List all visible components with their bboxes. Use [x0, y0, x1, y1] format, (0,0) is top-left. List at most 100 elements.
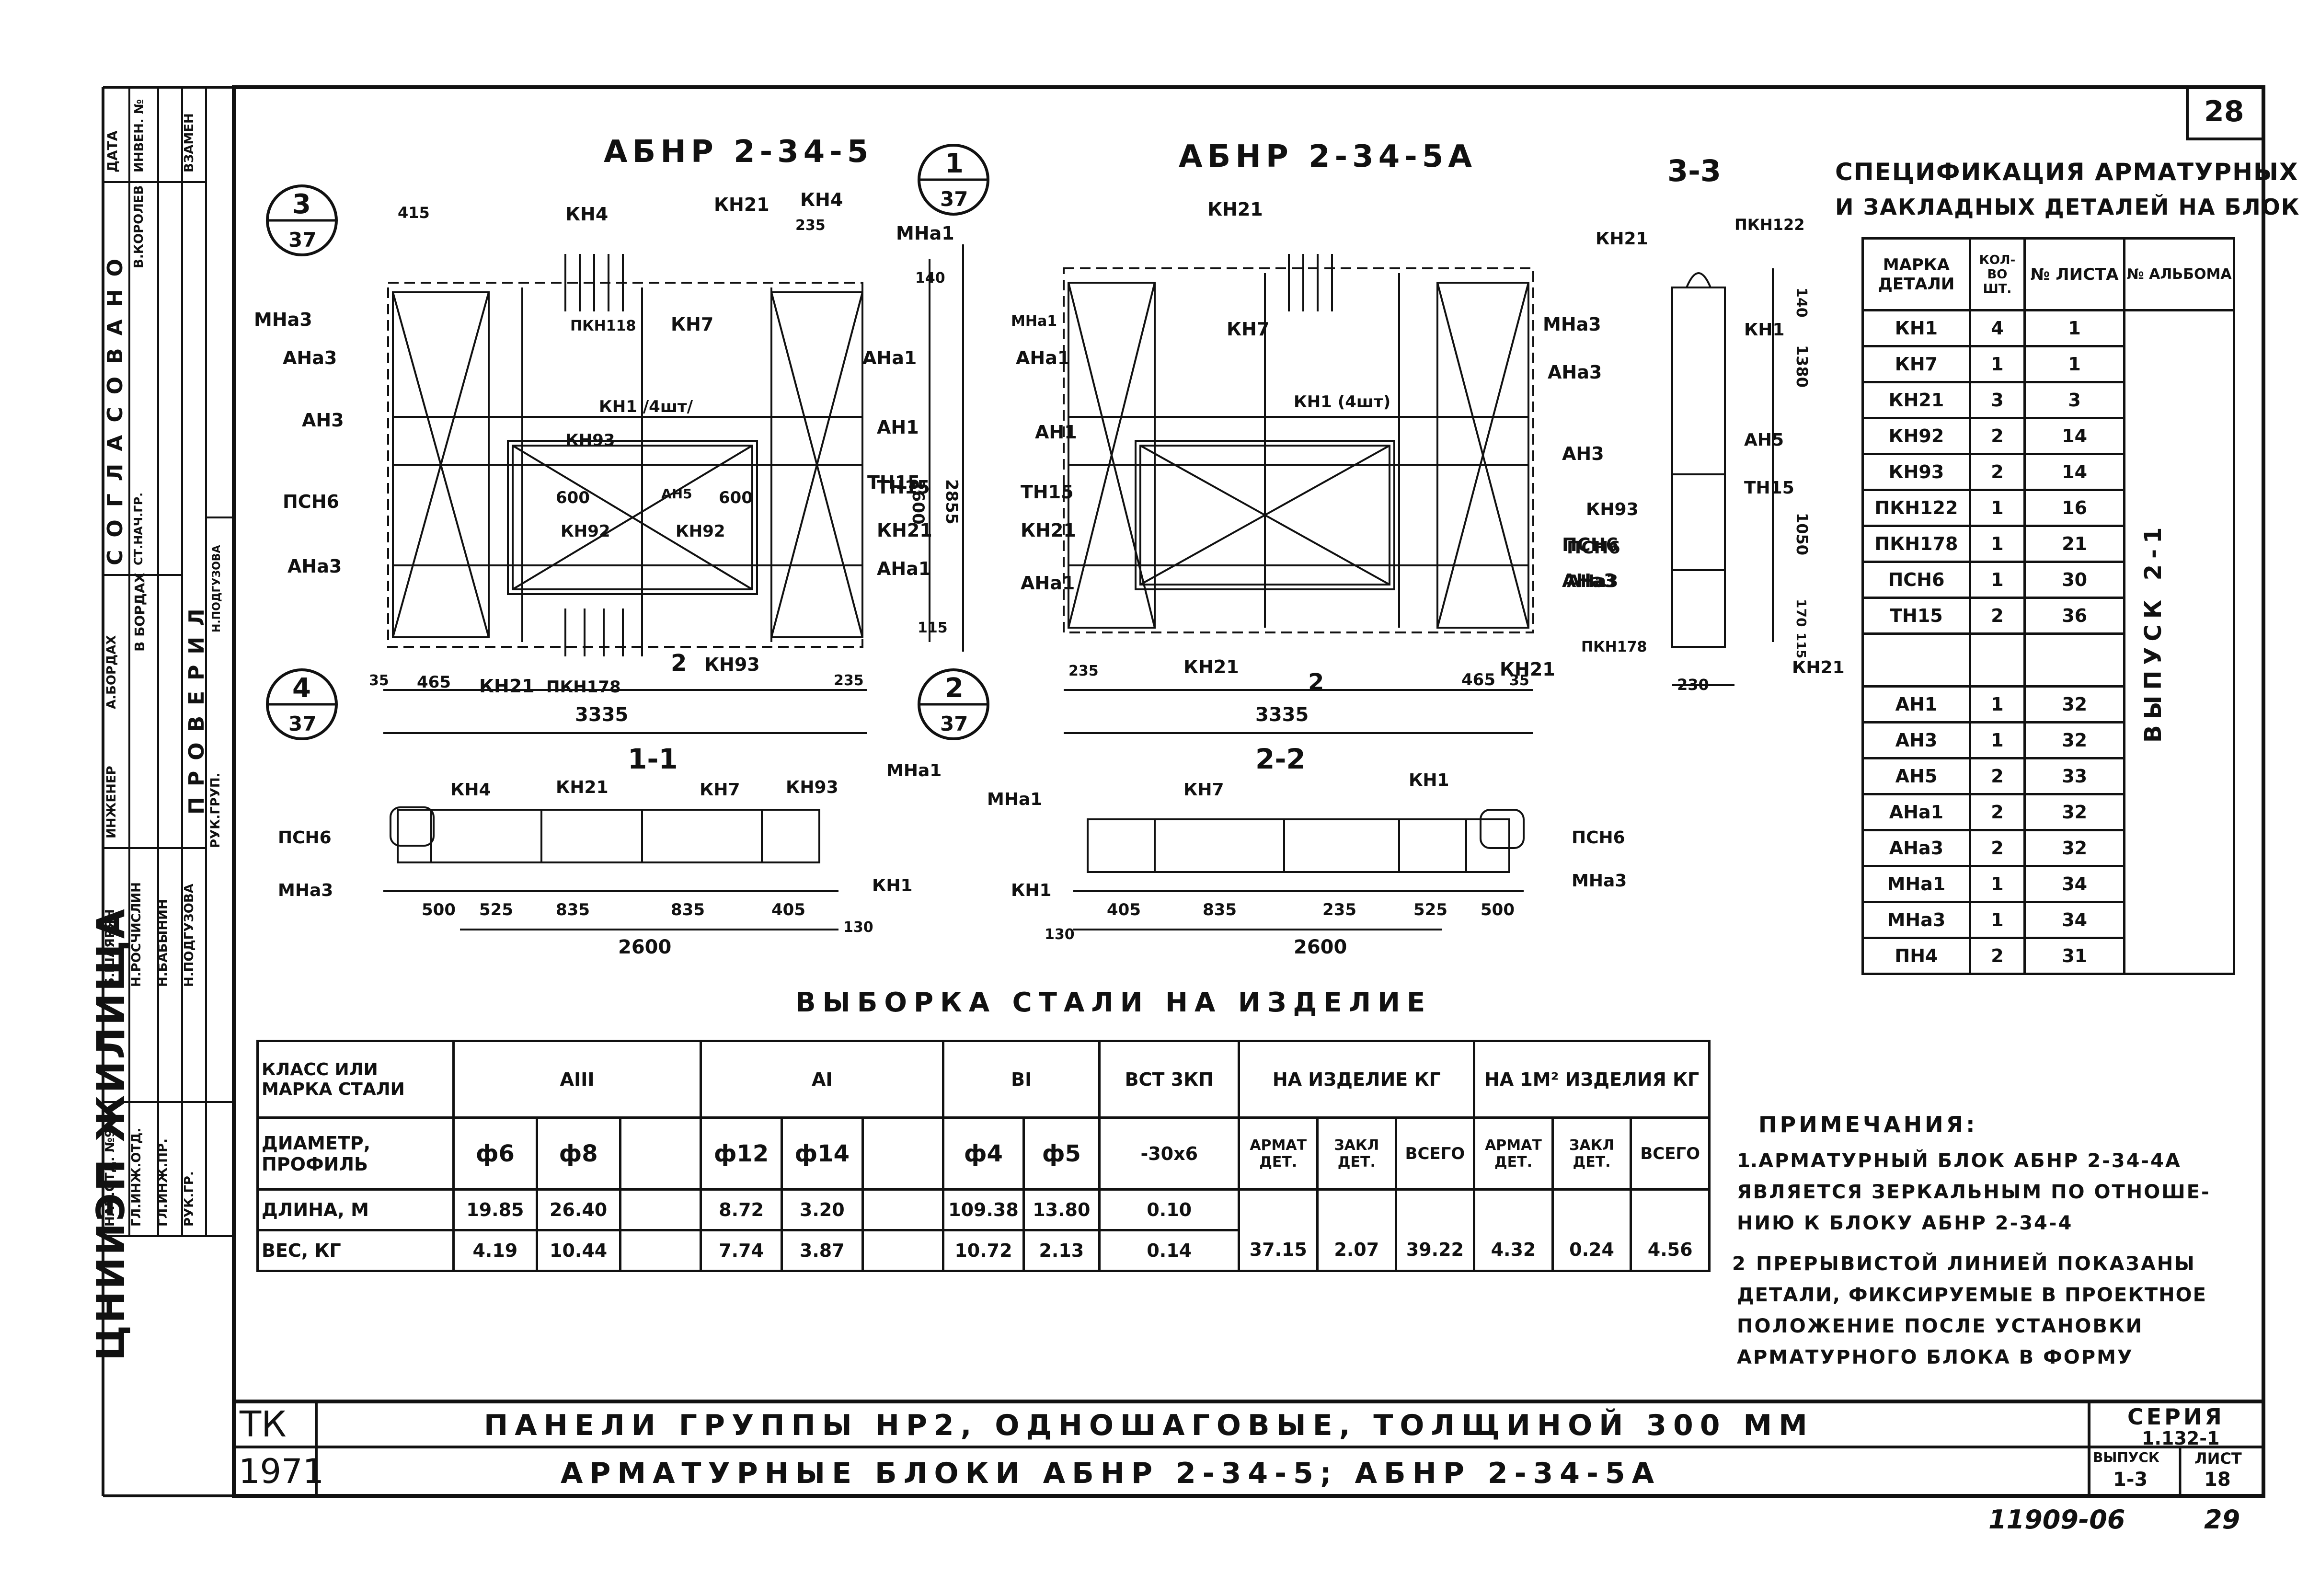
spec-row-mark: ПСН6 [1861, 561, 1971, 599]
spec-row-sheet: 21 [2023, 525, 2126, 563]
spec-header-album: № АЛЬБОМА [2123, 237, 2235, 311]
steel-wt-cell: 0.14 [1098, 1229, 1240, 1272]
mid-dim-35: 35 [1509, 672, 1529, 689]
mid-kn21-bottom-b: КН21 [1500, 659, 1555, 680]
spec-row-mark: КН92 [1861, 417, 1971, 455]
steel-header-class: КЛАСС ИЛИ МАРКА СТАЛИ [256, 1040, 455, 1119]
note-2-line-1: ПРЕРЫВИСТОЙ ЛИНИЕЙ ПОКАЗАНЫ [1756, 1253, 2196, 1275]
spec-title-line1: СПЕЦИФИКАЦИЯ АРМАТУРНЫХ [1835, 158, 2299, 186]
steel-sub-header: ВСЕГО [1394, 1116, 1476, 1191]
s33-pkn178: ПКН178 [1581, 639, 1647, 655]
label-kn7: КН7 [671, 314, 713, 335]
spec-row-sheet: 33 [2023, 757, 2126, 795]
s33-dim-230: 230 [1677, 676, 1709, 694]
label-kn21-top: КН21 [714, 194, 770, 215]
s11-kn1-right: КН1 [872, 876, 913, 896]
spec-row-sheet: 36 [2023, 597, 2126, 635]
dim-2600-vertical: 2600 [908, 479, 928, 525]
note-2-line-3: ПОЛОЖЕНИЕ ПОСЛЕ УСТАНОВКИ [1737, 1315, 2144, 1337]
label-ana1-right: АНа1 [862, 347, 917, 368]
mid-dim-465: 465 [1461, 670, 1495, 689]
s11-dim-130: 130 [843, 919, 873, 936]
s22-psn6: ПСН6 [1572, 828, 1625, 848]
steel-sub-header: ЗАКЛ ДЕТ. [1551, 1116, 1632, 1191]
callout-1-bottom: 37 [940, 187, 968, 211]
spec-row-sheet: 32 [2023, 793, 2126, 831]
s11-kn93: КН93 [786, 778, 838, 797]
label-kn1-4sht: КН1 /4шт/ [599, 397, 693, 416]
spec-row-qty: 2 [1968, 937, 2026, 975]
spec-row-mark: АН1 [1861, 685, 1971, 723]
spec-row-mark: ПКН122 [1861, 489, 1971, 527]
spec-header-mark: МАРКА ДЕТАЛИ [1861, 237, 1971, 311]
mid-an3: АН3 [1562, 443, 1604, 464]
spec-table: МАРКА ДЕТАЛИ КОЛ-ВО ШТ. № ЛИСТА № АЛЬБОМ… [1861, 237, 2235, 975]
spec-row-mark: КН7 [1861, 345, 1971, 383]
spec-row-qty: 1 [1968, 901, 2026, 939]
spec-header-sheet: № ЛИСТА [2023, 237, 2126, 311]
steel-title: ВЫБОРКА СТАЛИ НА ИЗДЕЛИЕ [795, 987, 1432, 1018]
dim-3335-left: 3335 [575, 704, 628, 726]
spec-row-qty: 1 [1968, 525, 2026, 563]
label-mna1-right: МНа1 [896, 223, 954, 244]
spec-row-qty: 2 [1968, 757, 2026, 795]
s22-dim-130: 130 [1045, 926, 1075, 943]
spec-row-mark: КН93 [1861, 453, 1971, 491]
s22-kn1-top: КН1 [1409, 770, 1449, 790]
dim-35-left: 35 [369, 672, 389, 689]
steel-len-cell [619, 1188, 702, 1231]
note-1-line-1: АРМАТУРНЫЙ БЛОК АБНР 2-34-4А [1758, 1150, 2182, 1172]
mid-ana1-bottom: АНа1 [1021, 573, 1075, 594]
steel-sub-header: АРМАТ ДЕТ. [1473, 1116, 1554, 1191]
spec-row-sheet: 34 [2023, 901, 2126, 939]
spec-row-sheet: 32 [2023, 685, 2126, 723]
steel-len-cell: 26.40 [535, 1188, 621, 1231]
callout-4-bottom: 37 [288, 712, 316, 735]
spec-row-sheet: 14 [2023, 417, 2126, 455]
s33-dim-170: 170 [1793, 599, 1809, 627]
s33-ana3: АНа3 [1567, 572, 1618, 591]
label-psn6: ПСН6 [283, 491, 339, 512]
mid-section-mark-2: 2 [1308, 669, 1324, 696]
s33-kn93: КН93 [1586, 500, 1639, 519]
label-kn92-a: КН92 [561, 522, 610, 541]
steel-diam-cell: ф14 [780, 1116, 864, 1191]
spec-header-qty: КОЛ-ВО ШТ. [1968, 237, 2026, 311]
steel-total-value: 2.07 [1334, 1239, 1379, 1260]
steel-len-cell: 19.85 [452, 1188, 538, 1231]
drawing-title-mid: АБНР 2-34-5А [1179, 139, 1477, 174]
steel-header-b1: ВI [942, 1040, 1101, 1119]
s22-kn7: КН7 [1183, 780, 1224, 800]
steel-total-cell: 4.56 [1630, 1188, 1711, 1272]
section-1-1-title: 1-1 [628, 743, 678, 775]
sheet-value: 18 [2204, 1469, 2231, 1491]
mid-dim-235: 235 [1068, 663, 1099, 679]
s22-dim-235: 235 [1322, 900, 1356, 919]
spec-row-sheet: 3 [2023, 381, 2126, 419]
steel-header-vst: ВСТ 3КП [1098, 1040, 1240, 1119]
label-an1-right: АН1 [877, 417, 919, 438]
mid-ana3-bottom: АНа3 [1562, 570, 1616, 591]
label-an5: АН5 [661, 486, 692, 502]
spec-row-sheet: 16 [2023, 489, 2126, 527]
spec-row-sheet: 31 [2023, 937, 2126, 975]
steel-total-cell: 39.22 [1394, 1188, 1476, 1272]
spec-row-qty: 4 [1968, 309, 2026, 347]
s33-dim-115: 115 [1793, 632, 1808, 658]
s33-psn6: ПСН6 [1567, 538, 1620, 558]
drawing-title-left: АБНР 2-34-5 [604, 134, 873, 170]
section-2-2-title: 2-2 [1255, 743, 1306, 775]
spec-row-qty: 1 [1968, 685, 2026, 723]
steel-total-value: 39.22 [1406, 1239, 1464, 1260]
steel-diam-cell: ф5 [1022, 1116, 1101, 1191]
s11-mna3: МНа3 [278, 881, 333, 900]
steel-header-diameter: ДИАМЕТР, ПРОФИЛЬ [256, 1116, 455, 1191]
s11-kn7: КН7 [700, 780, 740, 800]
spec-row-qty: 1 [1968, 489, 2026, 527]
spec-row-mark: КН21 [1861, 381, 1971, 419]
steel-diam-cell [861, 1116, 945, 1191]
dim-415: 415 [398, 204, 430, 222]
callout-4: 4 37 [288, 673, 316, 735]
note-2-number: 2 [1732, 1253, 1746, 1275]
